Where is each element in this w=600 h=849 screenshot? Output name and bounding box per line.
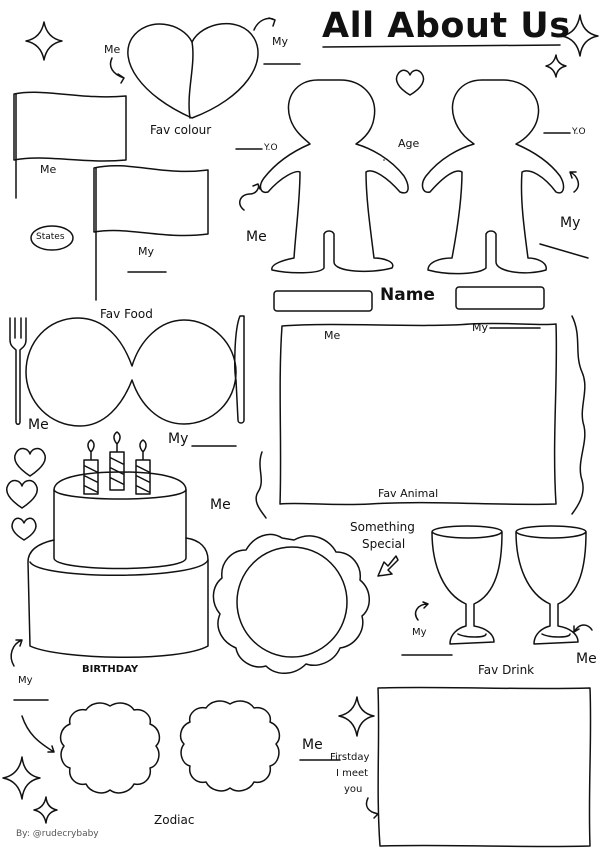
fav-colour-heart — [128, 24, 258, 118]
age-right-unit: Y.O — [572, 127, 586, 137]
sparkle-icon — [34, 797, 57, 823]
heart-icon — [7, 481, 37, 508]
fav-colour-heart-divider — [189, 42, 193, 118]
birthday-me-label: Me — [210, 497, 231, 513]
zodiac-me-label: Me — [302, 737, 323, 753]
states-label: States — [36, 232, 65, 242]
curly-arrow-icon — [570, 172, 578, 192]
candle-icon — [136, 440, 150, 494]
name-box-left — [274, 291, 372, 311]
fav-animal-frame — [280, 323, 556, 504]
fav-food-my-label: My — [168, 431, 189, 447]
birthday-my-label: My — [18, 675, 33, 686]
fav-food-me-label: Me — [28, 417, 49, 433]
curly-arrow-icon — [111, 58, 125, 83]
curly-arrow-icon — [240, 184, 260, 210]
flag-my — [94, 166, 208, 236]
name-box-right — [456, 287, 544, 309]
fav-drink-my-label: My — [412, 627, 427, 638]
name-label: Name — [380, 285, 435, 305]
states-my-label: My — [138, 245, 155, 258]
states-me-label: Me — [40, 163, 57, 176]
curly-arrow-icon — [11, 640, 22, 666]
fav-drink-me-label: Me — [576, 651, 597, 667]
sparkle-icon — [562, 15, 598, 56]
age-label: Age — [398, 137, 420, 150]
fav-animal-outer-wave — [256, 452, 266, 518]
age-left-unit: Y.O — [264, 143, 278, 153]
curly-arrow-icon — [416, 602, 428, 620]
birthday-label: BIRTHDAY — [82, 664, 139, 675]
cake-bottom-tier-rim — [30, 560, 208, 575]
flag-me — [14, 92, 126, 161]
cake-top-tier — [54, 472, 186, 569]
knife-icon — [235, 316, 244, 423]
fav-drink-label: Fav Drink — [478, 663, 535, 677]
fav-animal-outer-wave — [572, 316, 585, 514]
fav-animal-label: Fav Animal — [378, 487, 439, 500]
fav-colour-my-label: My — [272, 35, 289, 48]
something-special-line2: Special — [362, 537, 406, 551]
sparkle-icon — [546, 55, 566, 77]
cake-top-tier-rim — [54, 490, 186, 499]
curly-arrow-icon — [22, 716, 54, 752]
zodiac-scallop-my — [181, 701, 280, 791]
fav-colour-me-label: Me — [104, 43, 121, 56]
zodiac-scallop-me — [61, 703, 160, 793]
first-day-frame — [378, 687, 591, 846]
something-special-scallop — [213, 534, 369, 673]
glass-me — [432, 526, 502, 644]
sparkle-icon — [26, 22, 62, 60]
page-title: All About Us — [322, 6, 571, 46]
first-day-line1: Firstday — [330, 752, 370, 763]
curly-arrow-icon — [574, 625, 592, 632]
sparkle-icon — [339, 697, 374, 736]
person-right — [423, 80, 564, 274]
person-left — [261, 80, 409, 273]
curly-arrow-icon — [254, 18, 275, 30]
my-age-line — [540, 244, 588, 258]
credit-text: By: @rudecrybaby — [16, 829, 99, 839]
age-me-label: Me — [246, 229, 267, 245]
sparkle-icon — [3, 757, 40, 799]
zodiac-label: Zodiac — [154, 813, 195, 827]
cake-bottom-tier — [28, 538, 208, 657]
fav-food-label: Fav Food — [100, 307, 153, 321]
fav-colour-label: Fav colour — [150, 123, 212, 137]
fav-animal-me-label: Me — [324, 329, 341, 342]
small-heart-icon — [397, 70, 424, 95]
candle-icon — [84, 440, 98, 494]
something-special-circle — [237, 547, 347, 657]
fav-food-plates — [26, 318, 236, 426]
heart-icon — [12, 518, 36, 540]
candle-icon — [110, 432, 124, 490]
first-day-line3: you — [344, 784, 363, 795]
first-day-line2: I meet — [336, 768, 369, 779]
age-my-label: My — [560, 215, 581, 231]
glass-my — [516, 526, 586, 644]
arrow-icon — [378, 556, 398, 576]
something-special-line1: Something — [350, 520, 415, 534]
fav-animal-my-label: My — [472, 321, 489, 334]
title-underline — [323, 45, 560, 47]
heart-icon — [15, 449, 45, 476]
fork-icon — [10, 318, 26, 424]
states-oval — [31, 226, 73, 250]
curly-arrow-icon — [366, 798, 378, 818]
